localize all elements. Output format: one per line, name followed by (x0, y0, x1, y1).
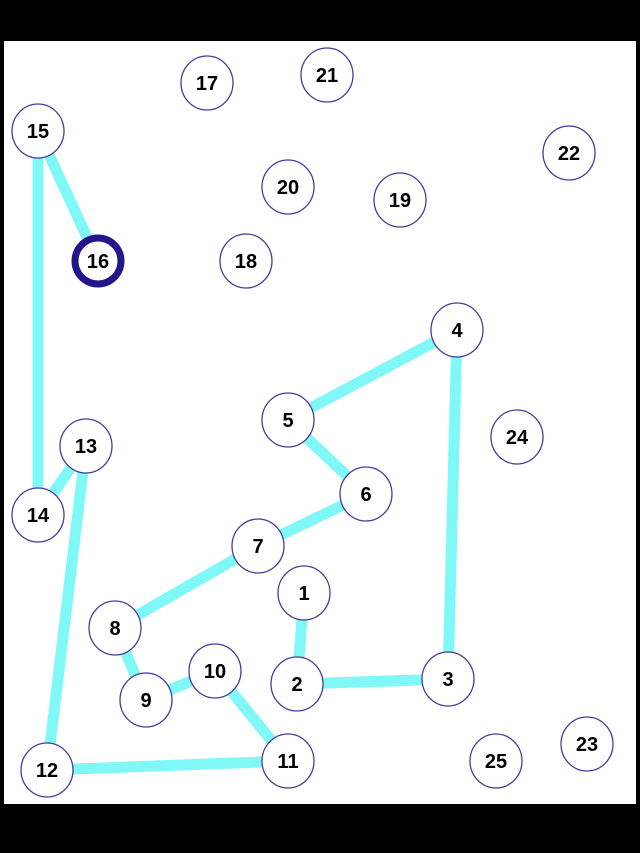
connection-line-11-12 (46, 755, 289, 776)
dot-17[interactable]: 17 (180, 55, 234, 111)
dot-label: 24 (506, 427, 529, 449)
connection-line-7-8 (112, 541, 261, 633)
dot-label: 13 (75, 436, 97, 458)
dot-circle[interactable] (490, 409, 544, 465)
dot-label: 4 (451, 320, 463, 342)
dot-label: 21 (316, 65, 338, 87)
dot-21[interactable]: 21 (300, 47, 354, 103)
dot-18[interactable]: 18 (219, 233, 273, 289)
dot-circle[interactable] (270, 656, 324, 712)
dot-label: 17 (196, 73, 218, 95)
connection-line-3-4 (442, 329, 463, 680)
dot-19[interactable]: 19 (373, 172, 427, 228)
dot-label: 22 (558, 143, 580, 165)
dot-label: 5 (282, 410, 293, 432)
dot-circle[interactable] (231, 518, 285, 574)
dot-9[interactable]: 9 (119, 672, 173, 728)
dot-circle[interactable] (542, 125, 596, 181)
dot-3[interactable]: 3 (421, 651, 475, 707)
dot-label: 9 (140, 690, 151, 712)
dot-11[interactable]: 11 (261, 733, 315, 789)
dot-7[interactable]: 7 (231, 518, 285, 574)
dot-circle[interactable] (11, 487, 65, 543)
dot-label: 23 (576, 734, 598, 756)
dot-circle[interactable] (261, 392, 315, 448)
dot-label: 19 (389, 190, 411, 212)
dot-13[interactable]: 13 (59, 418, 113, 474)
connection-line-12-13 (41, 445, 92, 771)
dot-circle[interactable] (339, 466, 393, 522)
dot-label: 2 (291, 674, 302, 696)
dot-label: 1 (298, 583, 309, 605)
dot-circle[interactable] (560, 716, 614, 772)
connection-line-4-5 (285, 325, 460, 425)
dot-circle[interactable] (219, 233, 273, 289)
dot-label: 3 (442, 669, 453, 691)
dot-label: 15 (27, 121, 49, 143)
dot-circle[interactable] (421, 651, 475, 707)
dot-label: 25 (485, 751, 507, 773)
dot-circle[interactable] (11, 103, 65, 159)
dot-circle[interactable] (180, 55, 234, 111)
dot-25[interactable]: 25 (469, 733, 523, 789)
dot-circle[interactable] (277, 565, 331, 621)
dot-22[interactable]: 22 (542, 125, 596, 181)
dot-circle[interactable] (71, 234, 125, 288)
dot-label: 11 (277, 751, 298, 773)
dot-circle[interactable] (188, 643, 242, 699)
dot-circle[interactable] (59, 418, 113, 474)
dot-label: 18 (235, 251, 257, 273)
dot-label: 20 (277, 177, 299, 199)
dot-circle[interactable] (261, 159, 315, 215)
dot-label: 8 (109, 618, 120, 640)
dot-4[interactable]: 4 (430, 302, 484, 358)
dot-circle[interactable] (119, 672, 173, 728)
dot-label: 12 (36, 760, 58, 782)
dot-2[interactable]: 2 (270, 656, 324, 712)
dot-circle[interactable] (261, 733, 315, 789)
dot-circle[interactable] (430, 302, 484, 358)
dot-14[interactable]: 14 (11, 487, 65, 543)
dot-23[interactable]: 23 (560, 716, 614, 772)
dot-label: 7 (252, 536, 263, 558)
dot-circle[interactable] (373, 172, 427, 228)
dot-label: 10 (204, 661, 226, 683)
dot-circle[interactable] (300, 47, 354, 103)
dot-label: 14 (27, 505, 50, 527)
dot-10[interactable]: 10 (188, 643, 242, 699)
dot-6[interactable]: 6 (339, 466, 393, 522)
dot-circle[interactable] (88, 600, 142, 656)
dot-8[interactable]: 8 (88, 600, 142, 656)
dot-15[interactable]: 15 (11, 103, 65, 159)
dot-circle[interactable] (20, 742, 74, 798)
dot-1[interactable]: 1 (277, 565, 331, 621)
dot-label: 6 (360, 484, 371, 506)
dot-20[interactable]: 20 (261, 159, 315, 215)
dot-12[interactable]: 12 (20, 742, 74, 798)
dot-circle[interactable] (469, 733, 523, 789)
dot-24[interactable]: 24 (490, 409, 544, 465)
dot-5[interactable]: 5 (261, 392, 315, 448)
dot-label: 16 (87, 251, 109, 273)
current-dot-16[interactable]: 16 (71, 234, 125, 288)
